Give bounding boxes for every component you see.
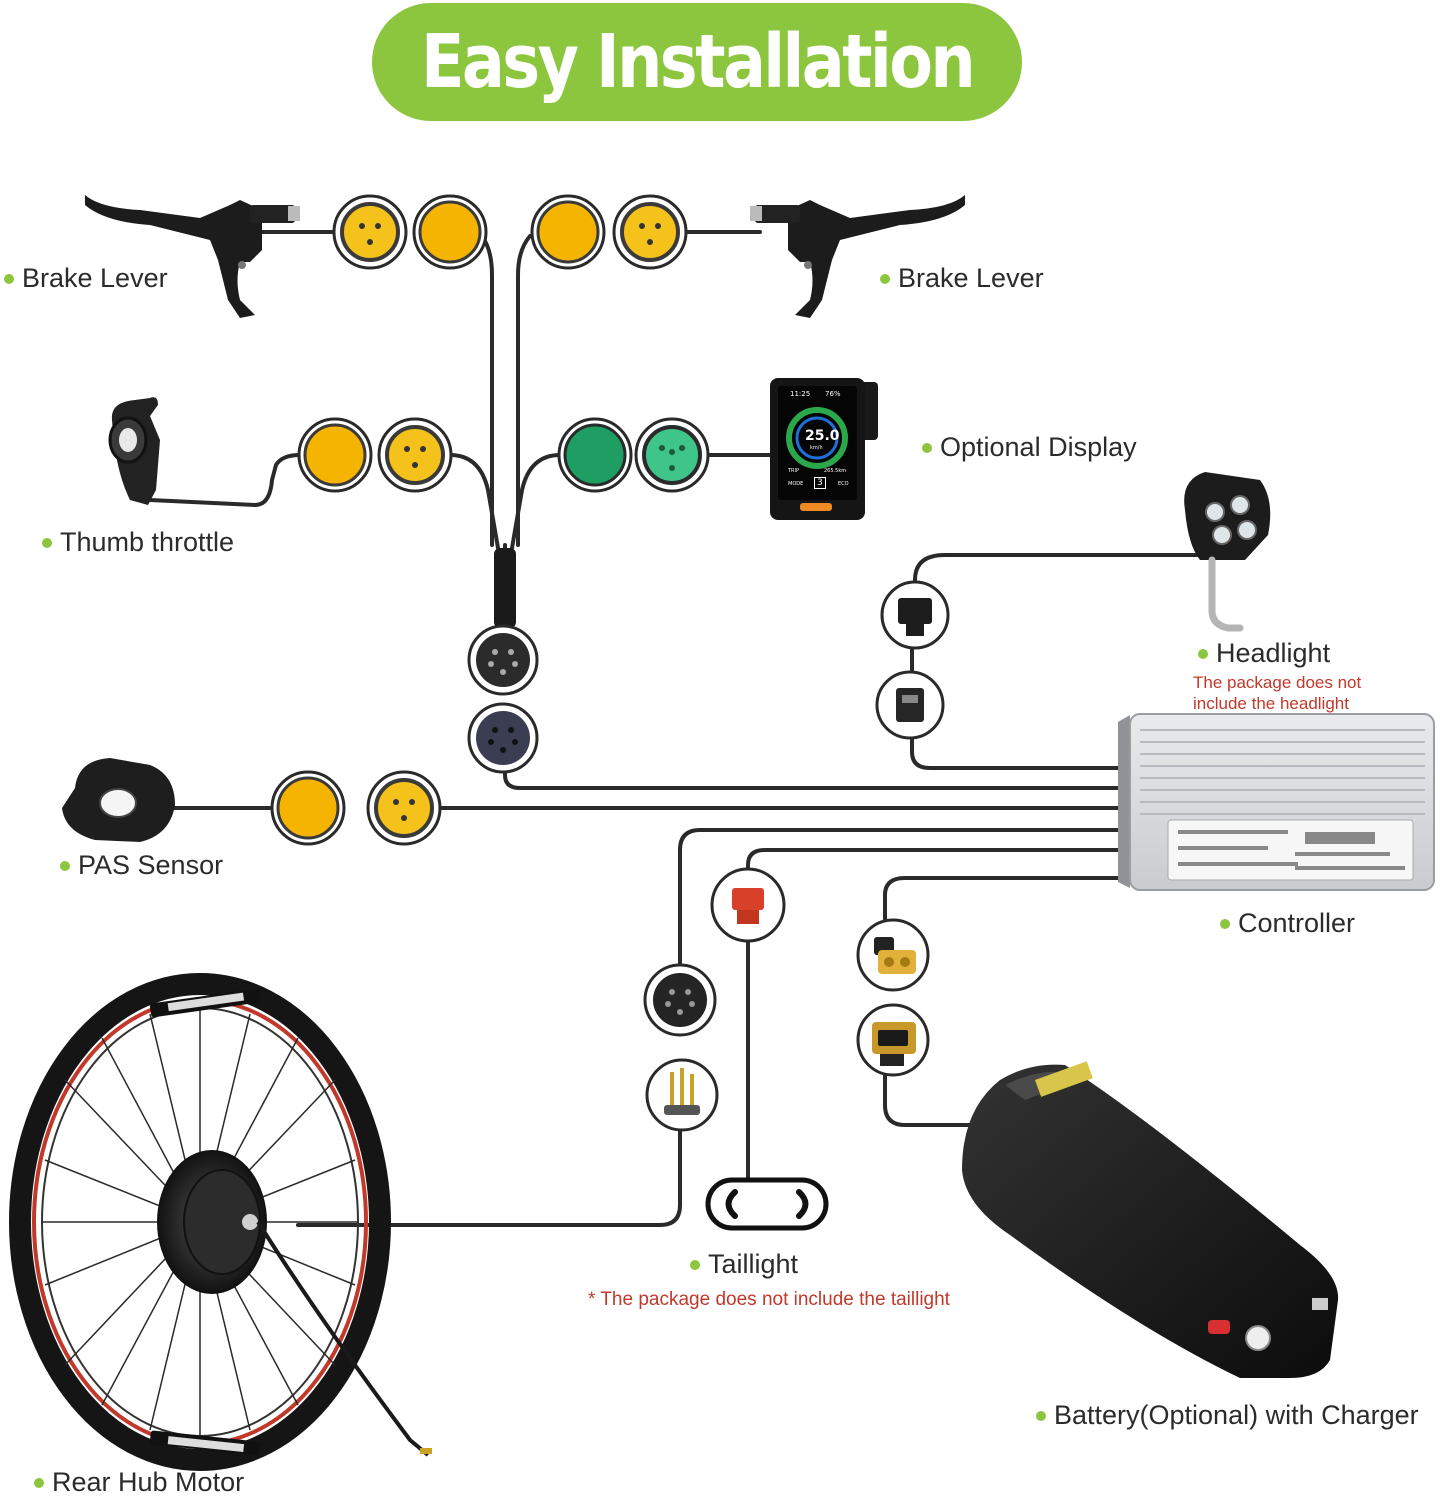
display-battery: 76% xyxy=(825,390,841,398)
display-time: 11:25 xyxy=(790,390,810,398)
label-headlight: Headlight xyxy=(1198,638,1330,669)
taillight-note: * The package does not include the taill… xyxy=(588,1289,950,1310)
label-text: Optional Display xyxy=(940,432,1137,463)
label-controller: Controller xyxy=(1220,908,1355,939)
note-line: include the headlight xyxy=(1193,693,1361,714)
bullet-icon xyxy=(1220,919,1230,929)
bullet-icon xyxy=(1036,1411,1046,1421)
label-brake-lever-left: Brake Lever xyxy=(4,263,168,294)
taillight-connector xyxy=(712,869,784,941)
brake-lever-icon xyxy=(85,195,300,318)
label-text: Brake Lever xyxy=(898,263,1044,294)
label-brake-lever-right: Brake Lever xyxy=(880,263,1044,294)
display-screen: 11:25 76% 25.0 km/h TRIP 265.5km MODE 3 … xyxy=(778,386,857,500)
display-eco-label: ECO xyxy=(838,481,849,487)
display-unit: km/h xyxy=(810,445,823,451)
label-text: Controller xyxy=(1238,908,1355,939)
battery-pack-icon xyxy=(962,1061,1338,1378)
headlight-note: The package does not include the headlig… xyxy=(1193,672,1361,714)
battery-connector xyxy=(858,920,928,1075)
bullet-icon xyxy=(880,274,890,284)
label-optional-display: Optional Display xyxy=(922,432,1137,463)
bullet-icon xyxy=(922,443,932,453)
label-text: Brake Lever xyxy=(22,263,168,294)
headlight-icon xyxy=(1184,472,1270,628)
pas-sensor-icon xyxy=(62,758,175,842)
throttle-connector xyxy=(299,419,451,491)
taillight-icon xyxy=(708,1180,826,1228)
bullet-icon xyxy=(42,538,52,548)
label-text: Headlight xyxy=(1216,638,1330,669)
label-thumb-throttle: Thumb throttle xyxy=(42,527,234,558)
bullet-icon xyxy=(1198,649,1208,659)
controller-box-icon xyxy=(1118,714,1434,890)
display-mode-label: MODE xyxy=(788,481,803,487)
bullet-icon xyxy=(60,861,70,871)
display-trip-value: 265.5km xyxy=(824,468,846,474)
display-connector xyxy=(559,419,708,491)
note-line: The package does not xyxy=(1193,672,1361,693)
motor-connector xyxy=(645,965,717,1130)
label-text: Battery(Optional) with Charger xyxy=(1054,1400,1419,1431)
label-text: Taillight xyxy=(708,1249,798,1280)
bullet-icon xyxy=(4,274,14,284)
thumb-throttle-icon xyxy=(110,397,160,505)
bullet-icon xyxy=(690,1260,700,1270)
hub-motor-wheel-icon xyxy=(20,984,432,1460)
brake-right-connector xyxy=(532,196,686,268)
pas-connector xyxy=(272,772,440,844)
brake-lever-icon xyxy=(750,195,965,318)
label-taillight: Taillight xyxy=(690,1249,798,1280)
main-harness-connector xyxy=(469,548,537,772)
display-trip-label: TRIP xyxy=(788,468,799,474)
label-pas-sensor: PAS Sensor xyxy=(60,850,223,881)
display-mode-value: 3 xyxy=(814,477,826,489)
bullet-icon xyxy=(34,1478,44,1488)
display-speed: 25.0 xyxy=(805,428,840,444)
label-rear-hub-motor: Rear Hub Motor xyxy=(34,1467,244,1498)
label-text: Rear Hub Motor xyxy=(52,1467,244,1498)
label-text: Thumb throttle xyxy=(60,527,234,558)
label-text: PAS Sensor xyxy=(78,850,223,881)
label-battery: Battery(Optional) with Charger xyxy=(1036,1400,1419,1431)
brake-left-connector xyxy=(334,196,486,268)
